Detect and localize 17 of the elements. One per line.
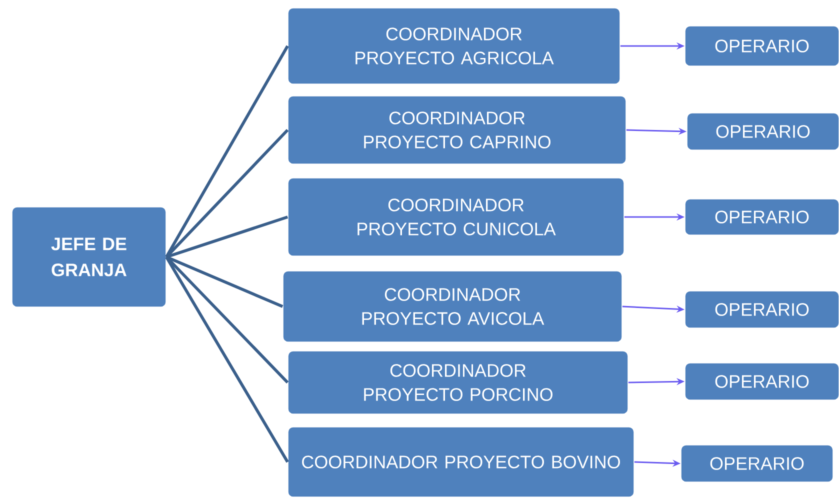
coordinator-box: COORDINADOR PROYECTO CAPRINO <box>288 96 626 164</box>
connector-line <box>165 256 289 384</box>
coordinator-box: COORDINADOR PROYECTO BOVINO <box>288 426 634 498</box>
worker-box: OPERARIO <box>684 290 839 328</box>
worker-box: OPERARIO <box>684 198 839 236</box>
worker-box: OPERARIO <box>684 362 839 400</box>
worker-box: OPERARIO <box>680 444 834 482</box>
connector-line <box>165 256 289 463</box>
manager-box: JEFE DE GRANJA <box>12 206 166 308</box>
coordinator-box: COORDINADOR PROYECTO CUNICOLA <box>288 178 624 256</box>
worker-box: OPERARIO <box>684 26 839 66</box>
connector-line <box>165 45 289 258</box>
coordinator-box: COORDINADOR PROYECTO AVICOLA <box>282 270 622 342</box>
coordinator-box: COORDINADOR PROYECTO AGRICOLA <box>288 8 620 84</box>
coordinator-box: COORDINADOR PROYECTO PORCINO <box>288 350 628 414</box>
connector-line <box>165 128 289 258</box>
worker-box: OPERARIO <box>686 112 839 150</box>
